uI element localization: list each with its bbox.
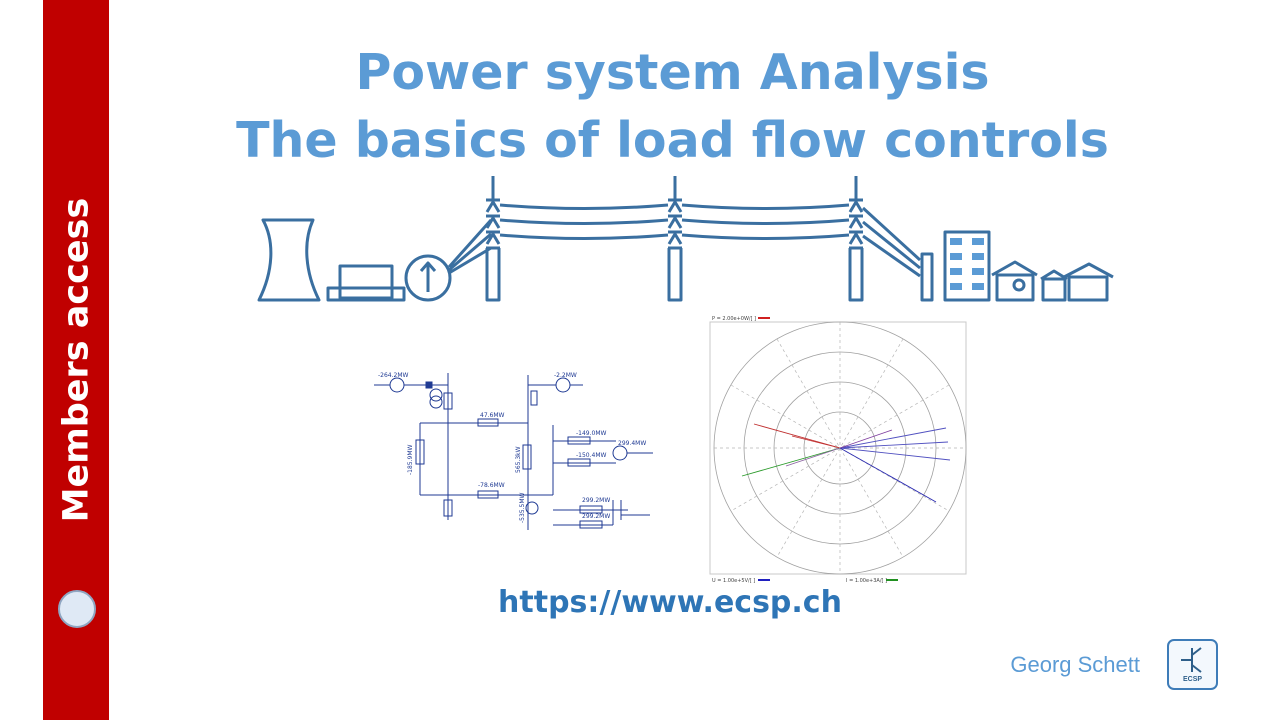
pylon-icon-2 — [667, 176, 683, 302]
author-name: Georg Schett — [1010, 652, 1140, 677]
building-icon — [943, 230, 991, 302]
label-2: -2.2MW — [554, 372, 577, 379]
label-10: 299.2MW — [582, 497, 610, 504]
title-line-2: The basics of load flow controls — [236, 112, 1109, 169]
legend-u: U = 1.00e+5V/[ ] — [712, 578, 755, 584]
power-system-illustration — [257, 176, 1114, 302]
ecsp-logo: ECSP — [1167, 639, 1218, 690]
legend-p: P = 2.00e+0W/[ ] — [712, 316, 756, 322]
label-8: -150.4MW — [576, 452, 607, 459]
logo-label: ECSP — [1182, 676, 1203, 683]
label-9: -78.6MW — [478, 482, 505, 489]
label-6: -185.9MW — [407, 444, 414, 475]
cooling-tower-icon — [257, 218, 321, 302]
label-12: 299.2MW — [582, 513, 610, 520]
house-icon-3 — [1063, 262, 1114, 302]
load-flow-circuit-diagram: -264.2MW -2.2MW 47.6MW -149.0MW 299.4MW … — [374, 372, 653, 530]
thin-building-icon — [920, 252, 934, 302]
phasor-polar-plot: P = 2.00e+0W/[ ] U = 1.00e+5V/[ ] I = 1.… — [709, 316, 967, 584]
pylon-icon-3 — [848, 176, 864, 302]
title-line-1: Power system Analysis — [355, 44, 990, 101]
label-5: 299.4MW — [618, 440, 646, 447]
label-7: 565.3kW — [515, 446, 522, 473]
pylon-icon-1 — [485, 176, 501, 302]
website-link[interactable]: https://www.ecsp.ch — [498, 585, 842, 620]
label-1: -264.2MW — [378, 372, 409, 379]
generator-icon — [326, 264, 406, 302]
members-access-label[interactable]: Members access — [43, 198, 109, 523]
transformer-icon — [404, 254, 452, 302]
members-access-text: Members access — [56, 197, 96, 523]
label-4: -149.0MW — [576, 430, 607, 437]
label-11: -535.5MW — [519, 492, 526, 523]
label-3: 47.6MW — [480, 412, 505, 419]
house-icon-1 — [991, 260, 1038, 302]
transistor-icon — [1181, 647, 1202, 673]
legend-i: I = 1.00e+3A/[ ] — [846, 578, 887, 584]
house-icon-2 — [1040, 269, 1068, 302]
members-circle-icon[interactable] — [58, 590, 96, 628]
